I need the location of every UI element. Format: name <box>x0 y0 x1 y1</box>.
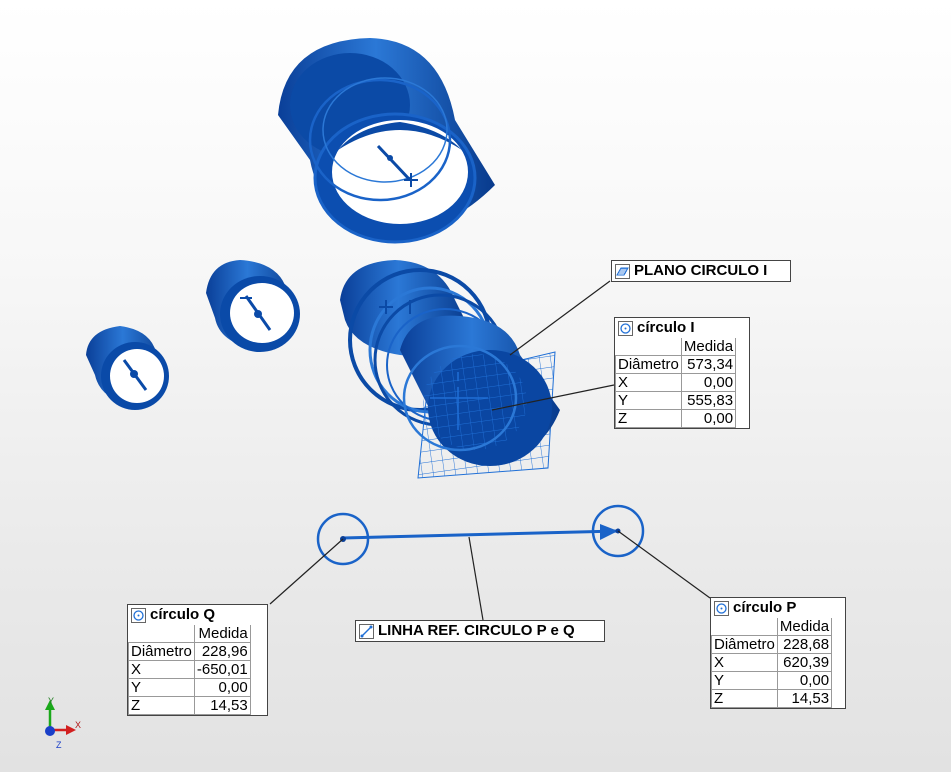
row-name: X <box>711 653 778 672</box>
axis-x-label: X <box>75 720 81 730</box>
circle-q-marker <box>316 512 370 566</box>
row-name: Y <box>128 678 195 697</box>
column-header: Medida <box>680 338 737 356</box>
line-label-title: LINHA REF. CIRCULO P e Q <box>378 622 575 639</box>
row-value: 0,00 <box>680 409 737 428</box>
row-value: 0,00 <box>193 678 251 697</box>
circle-feature-icon <box>714 600 729 616</box>
row-name: Diâmetro <box>615 355 682 374</box>
axis-y-label: Y <box>48 696 54 706</box>
row-name: X <box>615 373 682 392</box>
row-value: 0,00 <box>680 373 737 392</box>
leader-lines <box>269 280 711 621</box>
circle-p-title: círculo P <box>733 599 797 616</box>
row-name: Z <box>128 696 195 715</box>
row-value: 573,34 <box>680 355 737 374</box>
row-name: Z <box>615 409 682 428</box>
row-value: -650,01 <box>193 660 251 679</box>
row-value: 555,83 <box>680 391 737 410</box>
row-value: 228,96 <box>193 642 251 661</box>
column-header: Medida <box>776 618 833 636</box>
row-value: 0,00 <box>776 671 833 690</box>
row-name: Diâmetro <box>128 642 195 661</box>
row-name: X <box>128 660 195 679</box>
row-value: 14,53 <box>776 689 833 708</box>
row-name: Y <box>615 391 682 410</box>
row-value: 228,68 <box>776 635 833 654</box>
medium-pipe[interactable] <box>206 260 300 352</box>
row-value: 620,39 <box>776 653 833 672</box>
plane-label-circulo-i[interactable]: PLANO CIRCULO I <box>611 260 791 282</box>
row-name: Diâmetro <box>711 635 778 654</box>
circle-feature-icon <box>131 607 146 623</box>
column-header: Medida <box>193 625 251 643</box>
row-name: Y <box>711 671 778 690</box>
small-pipe-left[interactable] <box>86 326 169 410</box>
large-pipe-top[interactable] <box>278 38 495 244</box>
plane-label-title: PLANO CIRCULO I <box>634 262 768 279</box>
row-name: Z <box>711 689 778 708</box>
plane-icon <box>615 263 630 279</box>
circle-p-marker <box>591 504 645 558</box>
circle-i-assembly[interactable] <box>340 260 560 479</box>
row-value: 14,53 <box>193 696 251 715</box>
circle-feature-icon <box>618 320 633 336</box>
line-icon <box>359 623 374 639</box>
reference-line-p-q[interactable] <box>316 504 645 566</box>
axis-triad: Y X Z <box>45 696 81 750</box>
circle-i-title: círculo I <box>637 319 695 336</box>
axis-z-label: Z <box>56 740 62 750</box>
circle-q-title: círculo Q <box>150 606 216 623</box>
line-label-ref-p-q[interactable]: LINHA REF. CIRCULO P e Q <box>355 620 605 642</box>
